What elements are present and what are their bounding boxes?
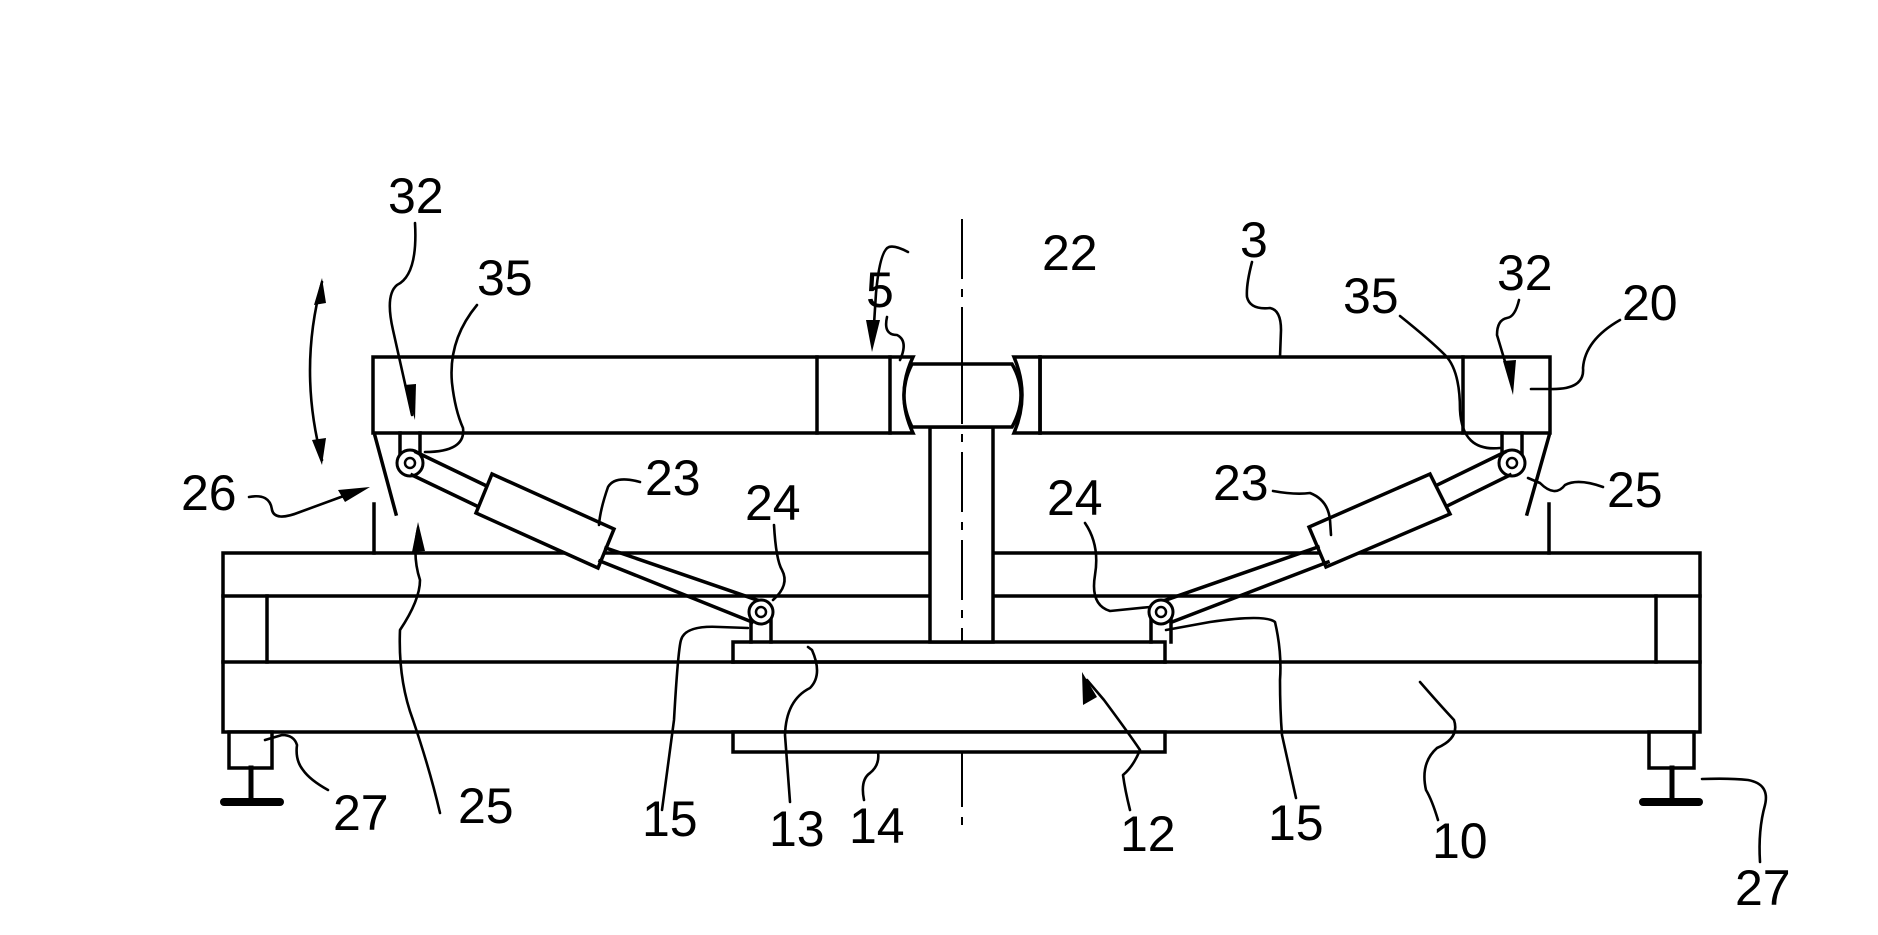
leader-15-left [660,625,750,812]
leader-25-right [1526,476,1605,493]
leader-23-right [1271,489,1333,537]
label-24-left: 24 [745,475,801,531]
right-upper-bracket [1497,431,1527,478]
leader-35-right [1398,314,1502,450]
label-25-right: 25 [1607,462,1663,518]
label-32-right: 32 [1497,245,1553,301]
platform-3 [371,355,1552,435]
leader-12 [1085,678,1142,812]
leader-3 [1245,260,1283,359]
leader-25-left [398,526,442,815]
label-24-right: 24 [1047,470,1103,526]
cylinder-left [409,449,760,625]
leader-lines [247,221,1768,864]
leader-13 [783,645,819,804]
socket-left [815,355,916,435]
reference-labels: 32 35 26 23 24 5 22 3 35 32 20 23 24 25 … [181,168,1791,916]
leader-27-right [1700,777,1768,864]
label-15-left: 15 [642,791,698,847]
side-plate-left [372,433,399,517]
label-22: 22 [1042,225,1098,281]
leader-20 [1529,318,1622,391]
platform-beam-right [1038,355,1552,435]
label-20: 20 [1622,275,1678,331]
leader-23-left [597,478,642,527]
leader-35-left [423,303,479,454]
label-32-left: 32 [388,168,444,224]
label-25-left: 25 [458,778,514,834]
foot-right [1639,730,1703,806]
label-35-left: 35 [477,250,533,306]
leader-24-right [1083,521,1152,613]
label-5: 5 [866,262,894,318]
label-35-right: 35 [1343,268,1399,324]
left-lower-bracket [747,598,775,644]
label-26: 26 [181,465,237,521]
leader-22 [871,245,910,342]
leader-5 [884,315,905,362]
side-plate-right [1524,433,1552,517]
leader-27-left [263,733,330,792]
leader-32-left [388,221,417,417]
tilt-double-arrow [308,278,326,465]
left-upper-bracket [395,431,425,478]
cylinder-right [1163,449,1513,625]
lower-plate-14 [731,730,1167,754]
right-lower-bracket [1147,598,1175,644]
leader-15-right [1164,616,1298,800]
leader-14 [861,750,880,802]
label-12: 12 [1120,806,1176,862]
label-27-left: 27 [333,785,389,841]
label-27-right: 27 [1735,860,1791,916]
label-13: 13 [769,801,825,857]
leader-10 [1418,680,1457,822]
mounting-plate-13 [731,640,1167,664]
leader-26 [247,488,362,518]
label-23-right: 23 [1213,455,1269,511]
leader-32-right [1495,298,1521,387]
label-10: 10 [1432,813,1488,869]
platform-beam-left [371,355,819,435]
label-15-right: 15 [1268,795,1324,851]
label-23-left: 23 [645,450,701,506]
leader-24-left [771,523,786,602]
label-14: 14 [849,798,905,854]
foot-left [220,730,284,806]
label-3: 3 [1240,212,1268,268]
